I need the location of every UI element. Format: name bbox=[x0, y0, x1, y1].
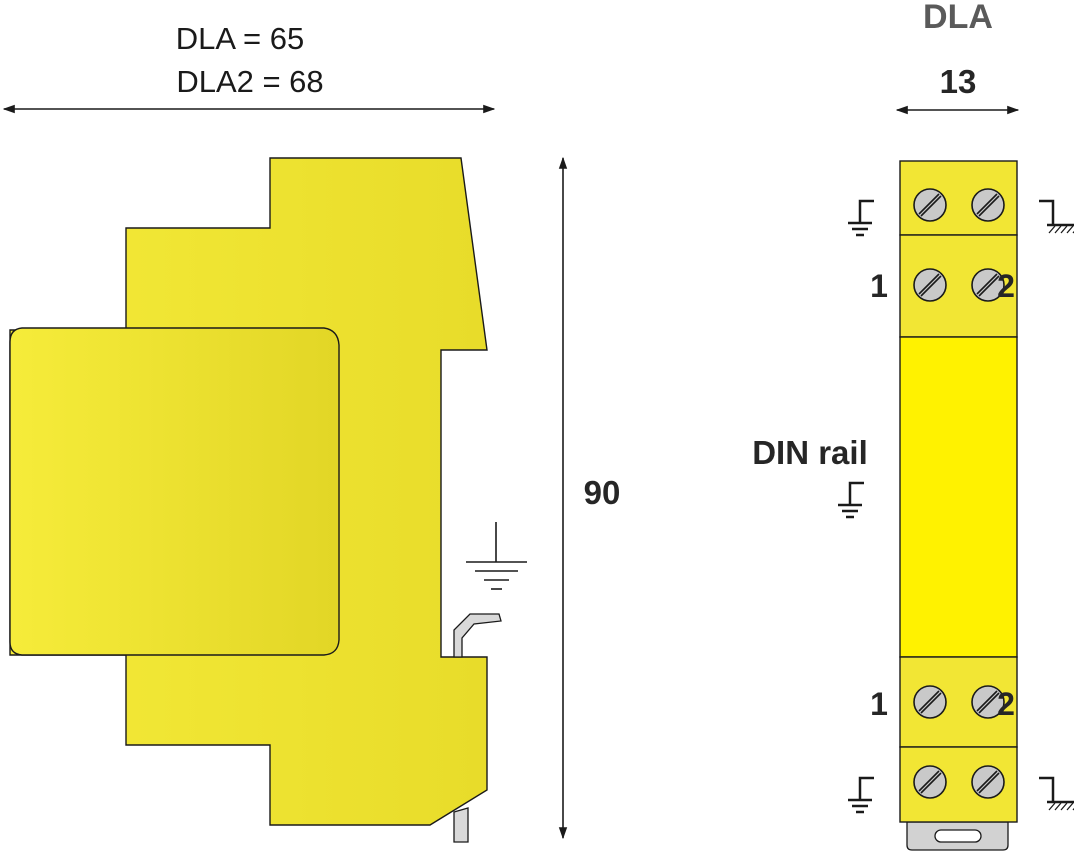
din-rail-clip bbox=[453, 613, 502, 658]
screw-icon bbox=[971, 765, 1005, 799]
chassis-ground-icon bbox=[1037, 776, 1074, 812]
chassis-ground-icon bbox=[1037, 199, 1074, 235]
front-width-label: 13 bbox=[940, 63, 977, 100]
earth-ground-icon bbox=[846, 776, 876, 814]
side-width-label-dla: DLA = 65 bbox=[176, 21, 304, 56]
din-rail-foot bbox=[453, 807, 469, 843]
terminal-label-bottom-right: 2 bbox=[997, 686, 1015, 722]
earth-ground-icon bbox=[836, 481, 866, 519]
earth-ground-icon bbox=[846, 199, 876, 237]
din-rail-label: DIN rail bbox=[752, 434, 868, 471]
front-center-panel bbox=[899, 336, 1018, 658]
front-model-label: DLA bbox=[923, 0, 993, 36]
terminal-label-bottom-left: 1 bbox=[870, 686, 888, 722]
side-front-face bbox=[9, 327, 340, 656]
side-height-label: 90 bbox=[584, 474, 621, 511]
screw-icon bbox=[913, 188, 947, 222]
screw-icon bbox=[971, 188, 1005, 222]
front-din-clip-slot bbox=[934, 829, 982, 843]
front-view: DLA 13 1 2 1 2 DIN rail bbox=[752, 0, 1074, 851]
screw-icon bbox=[913, 685, 947, 719]
side-view: DLA = 65 DLA2 = 68 90 bbox=[2, 21, 621, 843]
terminal-label-top-right: 2 bbox=[997, 268, 1015, 304]
screw-icon bbox=[913, 268, 947, 302]
ground-icon bbox=[466, 522, 527, 590]
side-width-label-dla2: DLA2 = 68 bbox=[176, 64, 323, 99]
screw-icon bbox=[913, 765, 947, 799]
terminal-label-top-left: 1 bbox=[870, 268, 888, 304]
